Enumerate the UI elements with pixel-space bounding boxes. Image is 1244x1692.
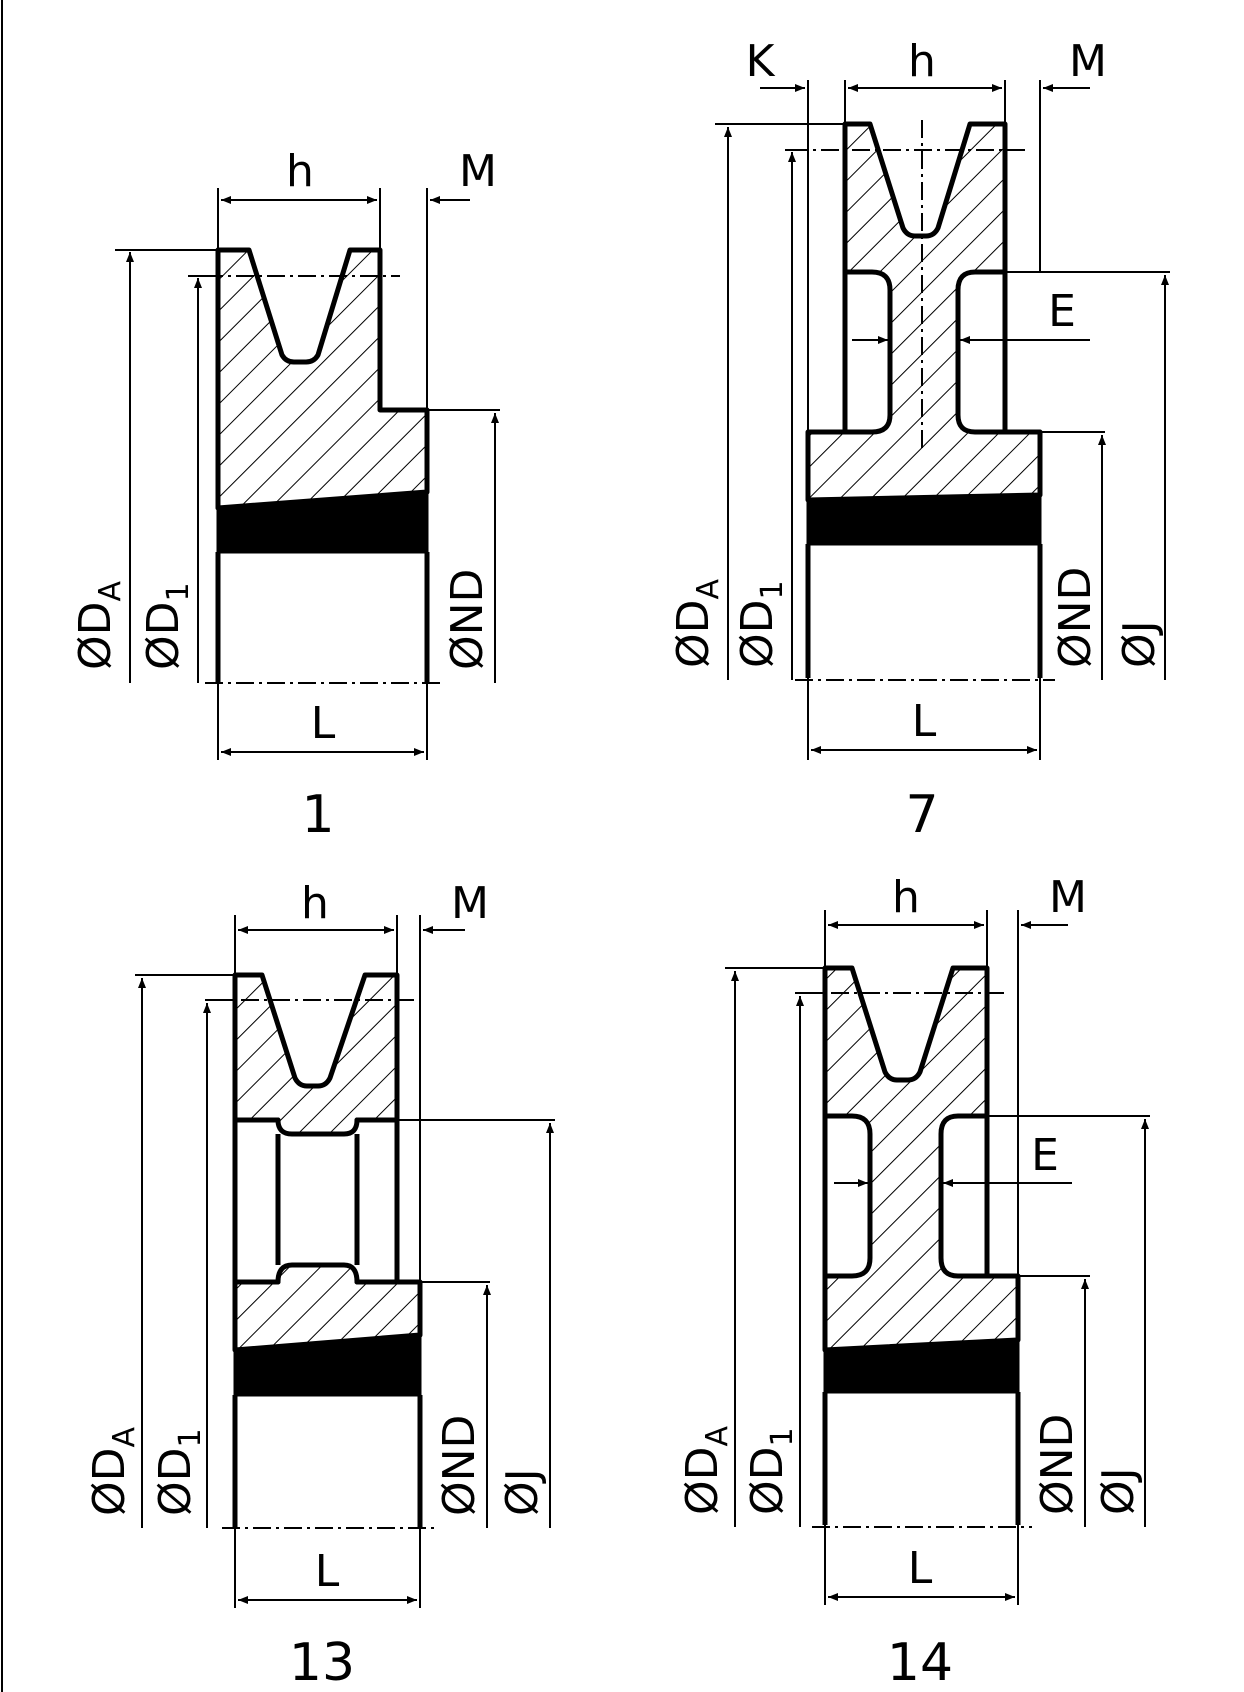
- pulley-13-nd-label: ØND: [434, 1415, 485, 1516]
- pulley-7-bore-bush: [806, 493, 1042, 546]
- pulley-13-l-label: L: [315, 1546, 340, 1597]
- pulley-14-d1-label: ØD1: [742, 1427, 800, 1515]
- pulley-1-section: [215, 247, 430, 511]
- svg-text:ØND: ØND: [434, 1415, 485, 1516]
- svg-text:ØND: ØND: [1032, 1414, 1083, 1515]
- svg-text:ØD1: ØD1: [732, 580, 790, 668]
- variant-14-number: 14: [887, 1633, 953, 1692]
- svg-text:ØDA: ØDA: [668, 578, 726, 668]
- pulley-14-j-label: ØJ: [1093, 1467, 1144, 1515]
- pulley-7-web-cutout-right: [955, 269, 1008, 435]
- variant-7-number: 7: [905, 785, 938, 845]
- svg-text:ØND: ØND: [1050, 567, 1101, 668]
- pulley-14-web-cutout-right: [938, 1113, 990, 1279]
- pulley-variant-1: h M L ØDA ØD1 ØND 1: [70, 146, 500, 845]
- variant-13-number: 13: [289, 1633, 355, 1692]
- svg-text:ØND: ØND: [442, 569, 493, 670]
- pulley-14-bore-bush: [823, 1338, 1020, 1394]
- pulley-14-nd-label: ØND: [1032, 1414, 1083, 1515]
- variant-1-number: 1: [301, 785, 334, 845]
- pulley-7-l-label: L: [912, 696, 937, 747]
- pulley-7-e-label: E: [1048, 286, 1076, 337]
- pulley-13-web: [275, 1134, 360, 1265]
- pulley-13-bore-walls: [232, 1395, 423, 1527]
- pulley-14-m-label: M: [1049, 872, 1087, 923]
- svg-text:ØD1: ØD1: [138, 582, 196, 670]
- svg-text:ØD1: ØD1: [150, 1428, 208, 1516]
- pulley-7-da-label: ØDA: [668, 578, 726, 668]
- svg-text:ØJ: ØJ: [1093, 1467, 1144, 1515]
- svg-text:ØJ: ØJ: [1114, 620, 1165, 668]
- pulley-1-l-label: L: [311, 698, 336, 749]
- pulley-1-bore-walls: [215, 552, 430, 682]
- pulley-variant-7: K h M E L ØDA ØD1 ØND ØJ 7: [668, 36, 1170, 845]
- pulley-1-m-label: M: [459, 146, 497, 197]
- pulley-13-d1-label: ØD1: [150, 1428, 208, 1516]
- pulley-7-k-label: K: [746, 36, 776, 87]
- pulley-14-web-cutout-left: [822, 1113, 873, 1279]
- pulley-1-da-label: ØDA: [70, 580, 128, 670]
- pulley-variant-13: h M L ØDA ØD1 ØND ØJ 13: [84, 878, 555, 1692]
- svg-text:ØDA: ØDA: [84, 1426, 142, 1516]
- svg-text:ØDA: ØDA: [70, 580, 128, 670]
- pulley-14-da-label: ØDA: [677, 1425, 735, 1515]
- pulley-13-m-label: M: [451, 878, 489, 929]
- pulley-7-j-label: ØJ: [1114, 620, 1165, 668]
- pulley-14-l-label: L: [908, 1543, 933, 1594]
- pulley-13-hub-recess: [232, 1117, 400, 1285]
- pulley-7-bore-walls: [805, 544, 1043, 678]
- svg-text:ØD1: ØD1: [742, 1427, 800, 1515]
- pulley-7-h-label: h: [908, 36, 936, 87]
- pulley-7-nd-label: ØND: [1050, 567, 1101, 668]
- pulley-14-bore-walls: [822, 1392, 1021, 1525]
- pulley-13-da-label: ØDA: [84, 1426, 142, 1516]
- pulley-13-j-label: ØJ: [497, 1468, 548, 1516]
- svg-text:ØJ: ØJ: [497, 1468, 548, 1516]
- pulley-14-h-label: h: [892, 872, 920, 923]
- pulley-1-h-label: h: [286, 146, 314, 197]
- svg-text:ØDA: ØDA: [677, 1425, 735, 1515]
- pulley-7-web-cutout-left: [842, 269, 893, 435]
- pulley-7-d1-label: ØD1: [732, 580, 790, 668]
- pulley-13-h-label: h: [301, 878, 329, 929]
- pulley-7-m-label: M: [1069, 36, 1107, 87]
- pulley-1-nd-label: ØND: [442, 569, 493, 670]
- pulley-1-d1-label: ØD1: [138, 582, 196, 670]
- pulley-variant-14: h M E L ØDA ØD1 ØND ØJ 14: [677, 872, 1150, 1692]
- pulley-14-e-label: E: [1031, 1130, 1059, 1181]
